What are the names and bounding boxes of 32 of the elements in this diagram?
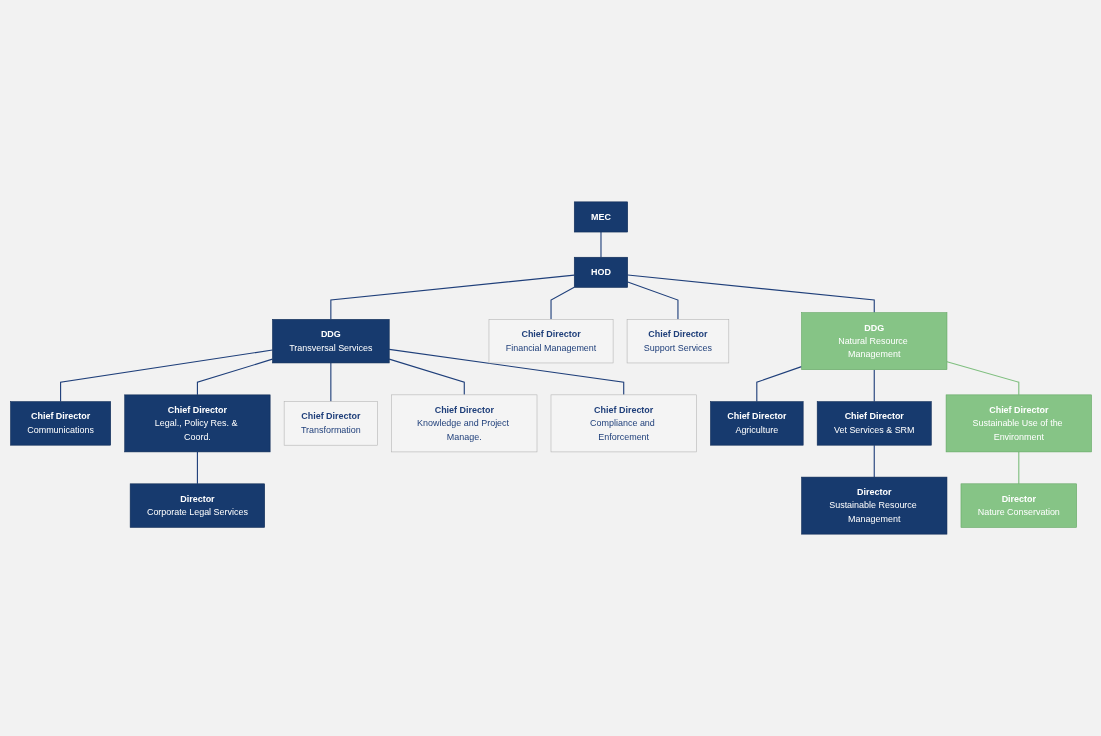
- node-box: Chief Director Transformation: [283, 401, 378, 446]
- node-box: Chief Director Sustainable Use of the Environment: [945, 394, 1092, 453]
- node-box: Chief Director Legal., Policy Res. & Coord.: [123, 394, 270, 453]
- node-box: Chief Director Vet Services & SRM: [816, 401, 932, 446]
- connector: [388, 348, 624, 396]
- node-box: MEC: [573, 201, 628, 233]
- node-box: Chief Director Compliance and Enforcement: [550, 394, 697, 453]
- connector: [755, 366, 802, 403]
- connector: [1017, 451, 1019, 485]
- connector: [329, 362, 331, 403]
- node-box: Chief Director Communications: [9, 401, 111, 446]
- node-box: HOD: [573, 256, 628, 288]
- connector: [873, 444, 875, 478]
- node-box: DDG Natural Resource Management: [800, 312, 947, 370]
- node-box: Director Nature Conservation: [960, 483, 1077, 528]
- connector: [599, 231, 602, 258]
- connector: [59, 349, 273, 403]
- connector: [196, 358, 273, 396]
- node-box: Director Corporate Legal Services: [129, 483, 265, 528]
- connector: [873, 369, 875, 403]
- connector: [626, 274, 875, 314]
- connector: [196, 451, 198, 485]
- connector: [329, 274, 575, 320]
- node-box: Chief Director Financial Management: [488, 319, 613, 364]
- connector: [945, 361, 1019, 396]
- node-box: Chief Director Agriculture: [709, 401, 803, 446]
- connector: [388, 358, 465, 396]
- connector: [626, 281, 678, 320]
- node-box: Director Sustainable Resource Management: [800, 476, 947, 535]
- node-box: Chief Director Knowledge and Project Manage.: [390, 394, 537, 453]
- node-box: Chief Director Support Services: [626, 319, 729, 364]
- node-box: DDG Transversal Services: [271, 319, 390, 364]
